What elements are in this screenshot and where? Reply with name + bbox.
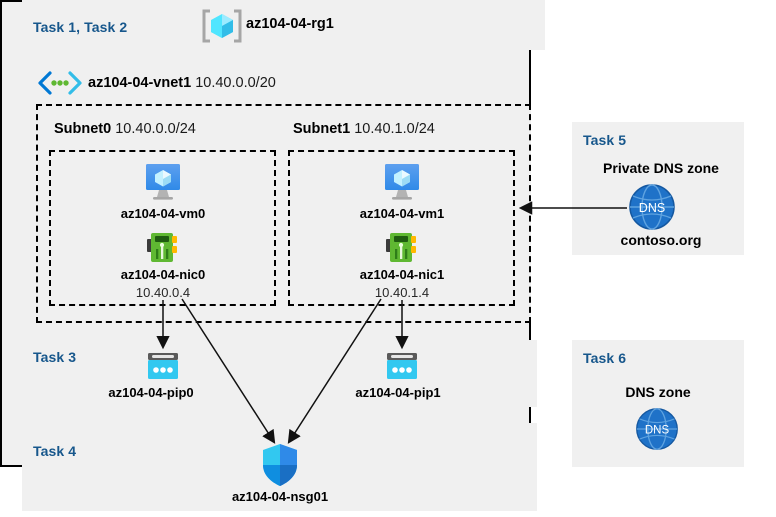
pip0-label: az104-04-pip0 — [108, 385, 194, 400]
private-dns-zone-name: contoso.org — [620, 232, 702, 248]
public-ip-address-icon — [384, 352, 420, 382]
task-label-1-2: Task 1, Task 2 — [33, 19, 128, 35]
task-label-6: Task 6 — [583, 350, 627, 366]
network-interface-icon — [145, 231, 181, 265]
task-label-4: Task 4 — [33, 443, 77, 459]
pip1-label: az104-04-pip1 — [355, 385, 441, 400]
dns-zone-icon: DNS — [627, 182, 677, 232]
network-security-group-icon — [261, 443, 299, 487]
public-ip-address-icon — [145, 352, 181, 382]
network-interface-icon — [384, 231, 420, 265]
task-label-5: Task 5 — [583, 132, 627, 148]
resource-group-name: az104-04-rg1 — [246, 16, 334, 32]
svg-text:DNS: DNS — [639, 201, 665, 215]
virtual-machine-icon — [380, 162, 424, 202]
task-label-3: Task 3 — [33, 349, 77, 365]
virtual-machine-icon — [141, 162, 185, 202]
virtual-network-icon — [37, 71, 83, 95]
nic0-label: az104-04-nic0 — [120, 267, 206, 282]
vm0-label: az104-04-vm0 — [120, 206, 206, 221]
task3-panel — [22, 340, 537, 407]
nic1-ip: 10.40.1.4 — [374, 285, 430, 300]
svg-text:DNS: DNS — [645, 425, 670, 437]
resource-group-icon — [202, 9, 242, 43]
nic0-ip: 10.40.0.4 — [135, 285, 191, 300]
vnet-name-and-cidr: az104-04-vnet1 10.40.0.0/20 — [88, 75, 276, 91]
nic1-label: az104-04-nic1 — [359, 267, 445, 282]
private-dns-zone-heading: Private DNS zone — [603, 160, 719, 176]
dns-zone-icon: DNS — [634, 406, 680, 452]
subnet0-label: Subnet0 10.40.0.0/24 — [54, 121, 196, 137]
resource-group-header-band — [22, 0, 545, 50]
vm1-label: az104-04-vm1 — [359, 206, 445, 221]
dns-zone-heading: DNS zone — [625, 384, 691, 400]
nsg-label: az104-04-nsg01 — [231, 489, 329, 504]
subnet1-label: Subnet1 10.40.1.0/24 — [293, 121, 435, 137]
